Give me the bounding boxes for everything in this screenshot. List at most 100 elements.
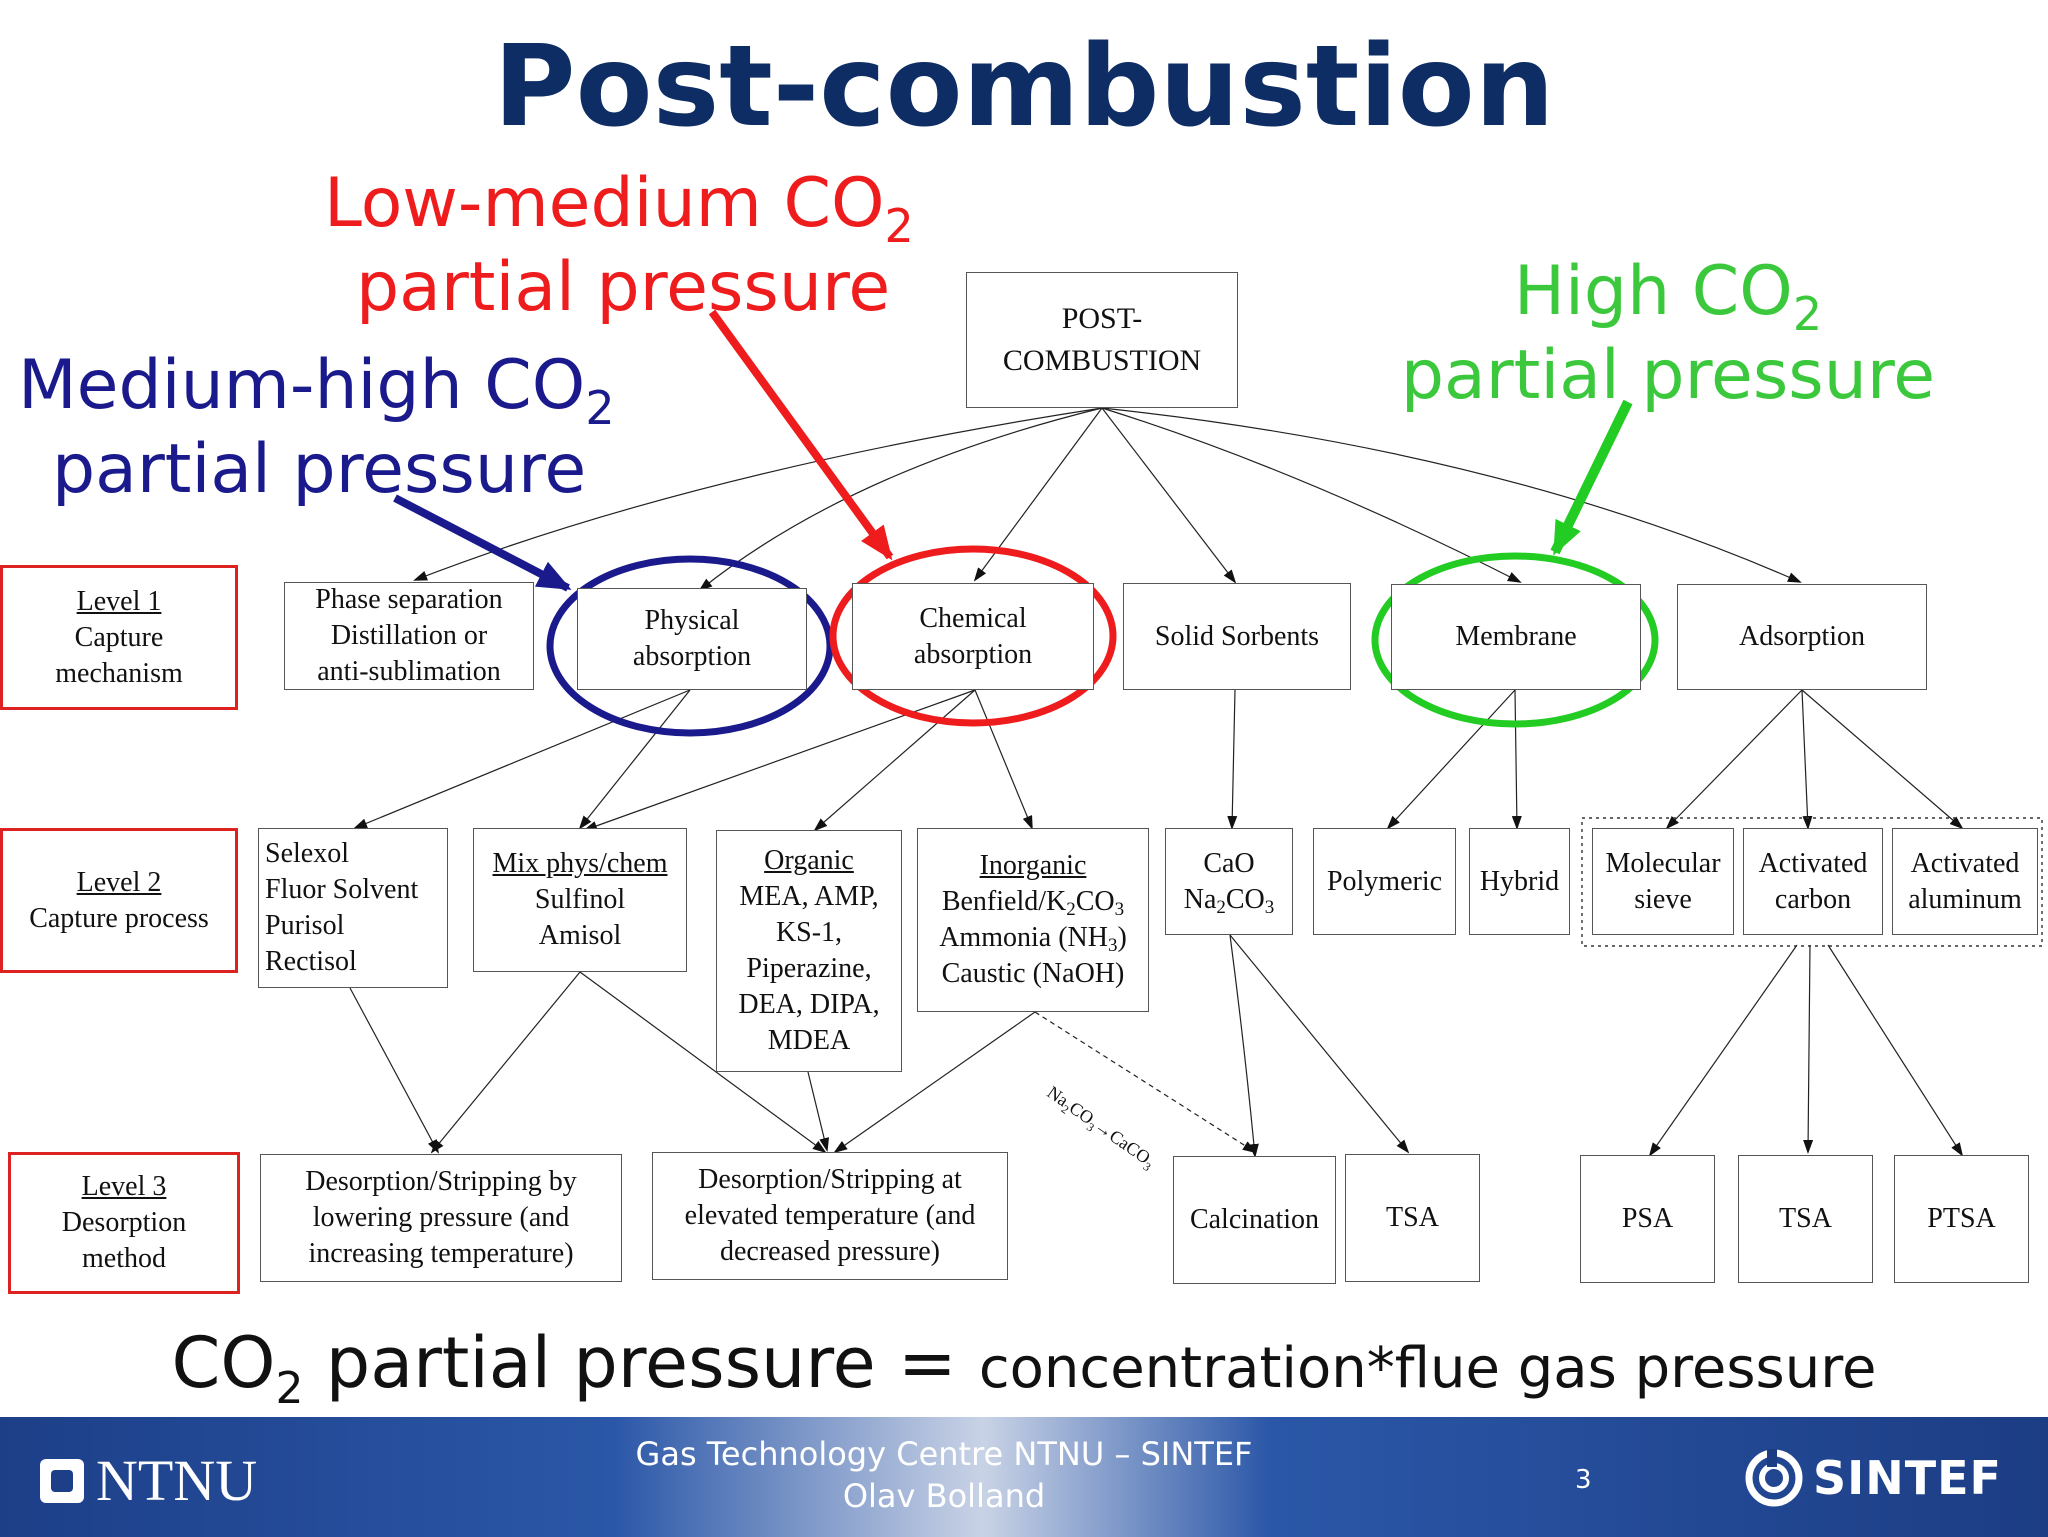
chemical-line1: Chemical — [919, 602, 1027, 634]
formula-sub: 2 — [275, 1363, 304, 1414]
level-2-label: Level 2 Capture process — [0, 828, 238, 973]
molecular-sieve-node: Molecular sieve — [1592, 828, 1734, 935]
solid-sorbents-node: Solid Sorbents — [1123, 583, 1351, 690]
hybrid-label: Hybrid — [1479, 865, 1560, 897]
formula-mid: partial pressure = — [303, 1322, 979, 1404]
membrane-node: Membrane — [1391, 584, 1641, 690]
root-line2: COMBUSTION — [1002, 344, 1202, 377]
organic-node: Organic MEA, AMP, KS-1, Piperazine, DEA,… — [716, 830, 902, 1072]
footer-center-line1: Gas Technology Centre NTNU – SINTEF — [635, 1435, 1253, 1473]
partial-pressure-formula: CO2 partial pressure = concentration*flu… — [0, 1322, 2048, 1411]
inorganic-l3a: Ammonia (NH — [939, 922, 1108, 953]
phase-line1: Phase separation — [315, 584, 503, 615]
desorp-high-line2: elevated temperature (and — [684, 1200, 976, 1231]
annotation-medium-high: Medium-high CO2 partial pressure — [18, 344, 615, 512]
annotation-medium-high-sub: 2 — [585, 381, 615, 435]
desorp-low-line3: increasing temperature) — [308, 1238, 574, 1269]
physical-line2: absorption — [632, 641, 752, 672]
desorption-high-temperature-node: Desorption/Stripping at elevated tempera… — [652, 1152, 1008, 1280]
desorp-high-line3: decreased pressure) — [720, 1236, 940, 1267]
inorganic-line2: Benfield/K2CO3 — [942, 884, 1124, 920]
cao-line2: Na2CO3 — [1184, 882, 1275, 918]
ptsa-node: PTSA — [1894, 1155, 2029, 1283]
annotation-low-medium-line2: partial pressure — [356, 248, 891, 327]
chemical-absorption-node: Chemical absorption — [852, 583, 1094, 690]
tsa1-label: TSA — [1386, 1202, 1439, 1233]
inorganic-line3: Ammonia (NH3) — [939, 920, 1127, 956]
mix-head: Mix phys/chem — [492, 848, 668, 879]
annotation-low-medium-sub: 2 — [884, 199, 914, 253]
mix-phys-chem-node: Mix phys/chem Sulfinol Amisol — [473, 828, 687, 972]
cao-node: CaO Na2CO3 — [1165, 828, 1293, 935]
inorganic-node: Inorganic Benfield/K2CO3 Ammonia (NH3) C… — [917, 828, 1149, 1012]
annotation-low-medium: Low-medium CO2 partial pressure — [324, 162, 914, 330]
annotation-high-sub: 2 — [1792, 287, 1823, 341]
physical-line1: Physical — [644, 605, 740, 636]
phase-line3: anti-sublimation — [317, 656, 501, 687]
desorp-low-line2: lowering pressure (and — [312, 1202, 570, 1233]
level-1-label: Level 1 Capture mechanism — [0, 565, 238, 710]
level-3-label: Level 3 Desorption method — [8, 1152, 240, 1294]
cao-line1: CaO — [1203, 847, 1255, 879]
organic-head: Organic — [764, 845, 854, 876]
aluminum-line1: Activated — [1910, 847, 2020, 879]
ntnu-logo-icon — [40, 1458, 84, 1503]
level-3-name: Level 3 — [81, 1171, 167, 1202]
selexol-line2: Fluor Solvent — [265, 874, 419, 905]
hybrid-node: Hybrid — [1469, 828, 1570, 935]
molecular-line1: Molecular — [1605, 847, 1721, 879]
cao-l2d: 3 — [1264, 896, 1275, 918]
footer-bar: NTNU Gas Technology Centre NTNU – SINTEF… — [0, 1417, 2048, 1537]
carbon-line2: carbon — [1774, 883, 1852, 915]
page-number: 3 — [1575, 1465, 1592, 1495]
formula-rest: concentration*flue gas pressure — [978, 1336, 1877, 1401]
mix-line3: Amisol — [538, 920, 622, 951]
adsorption-label: Adsorption — [1739, 621, 1865, 652]
polymeric-label: Polymeric — [1326, 865, 1443, 897]
inorganic-l2b: 2 — [1066, 899, 1076, 920]
level-2-line2: Capture process — [29, 902, 209, 934]
inorganic-l3b: 3 — [1107, 935, 1118, 956]
inorganic-l2a: Benfield/K — [941, 886, 1067, 917]
inorganic-line4: Caustic (NaOH) — [941, 958, 1125, 989]
organic-line2: KS-1, — [775, 917, 843, 948]
selexol-line4: Rectisol — [265, 946, 357, 977]
chemical-line2: absorption — [913, 638, 1033, 670]
formula-co: CO — [171, 1322, 276, 1404]
level-3-line3: method — [82, 1243, 166, 1274]
level-1-name: Level 1 — [76, 585, 162, 617]
selexol-line1: Selexol — [265, 838, 349, 869]
annotation-high-line1: High CO — [1513, 252, 1793, 331]
desorption-low-pressure-node: Desorption/Stripping by lowering pressur… — [260, 1154, 622, 1282]
diagram-connectors — [349, 309, 2043, 1158]
tsa-node-1: TSA — [1345, 1154, 1480, 1282]
mix-line2: Sulfinol — [534, 884, 626, 915]
desorp-high-line1: Desorption/Stripping at — [698, 1164, 962, 1195]
sintef-logo-text: SINTEF — [1813, 1451, 2002, 1505]
cao-l2a: Na — [1183, 883, 1217, 915]
ntnu-logo: NTNU — [40, 1447, 257, 1514]
root-node: POST- COMBUSTION — [966, 272, 1238, 408]
annotation-medium-high-line2: partial pressure — [52, 430, 587, 509]
psa-label: PSA — [1621, 1203, 1674, 1234]
molecular-line2: sieve — [1634, 883, 1692, 915]
inorganic-head: Inorganic — [979, 850, 1087, 881]
selexol-line3: Purisol — [265, 910, 345, 941]
tsa-node-2: TSA — [1738, 1155, 1873, 1283]
psa-node: PSA — [1580, 1155, 1715, 1283]
carbon-line1: Activated — [1758, 847, 1868, 879]
ntnu-logo-text: NTNU — [96, 1448, 258, 1513]
aluminum-line2: aluminum — [1908, 883, 2022, 915]
polymeric-node: Polymeric — [1313, 828, 1456, 935]
slide-title: Post-combustion — [493, 22, 1555, 152]
sintef-logo: SINTEF — [1745, 1449, 2002, 1507]
activated-aluminum-node: Activated aluminum — [1892, 828, 2038, 935]
membrane-label: Membrane — [1455, 621, 1577, 652]
desorp-low-line1: Desorption/Stripping by — [305, 1166, 577, 1197]
selexol-node: Selexol Fluor Solvent Purisol Rectisol — [258, 828, 448, 988]
cao-l2b: 2 — [1216, 896, 1226, 918]
level-2-name: Level 2 — [76, 866, 162, 898]
inorganic-l2d: 3 — [1114, 899, 1125, 920]
footer-center-line2: Olav Bolland — [842, 1477, 1046, 1515]
phase-separation-node: Phase separation Distillation or anti-su… — [284, 582, 534, 690]
